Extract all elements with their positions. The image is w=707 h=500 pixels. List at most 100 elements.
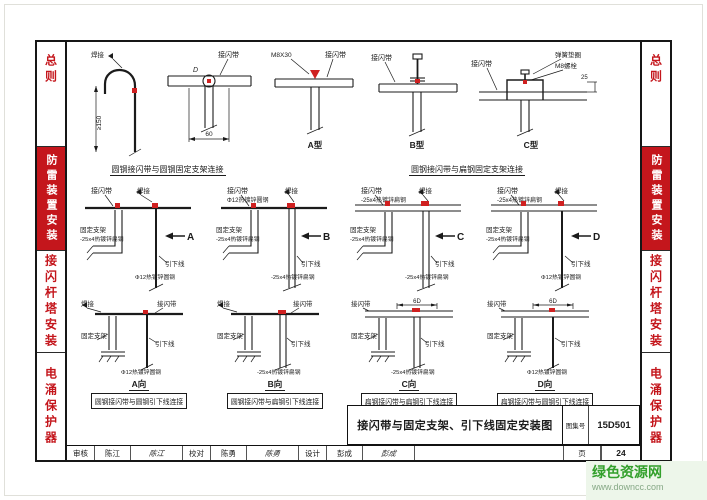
support-label: 固定支架 [216,225,243,234]
weld-mark [143,310,148,314]
weld-flag-icon [136,189,141,195]
sidebar-label: 接闪杆塔安装 [43,253,58,350]
checker-signature: 陈勇 [264,448,281,458]
weld-flag-icon [82,302,87,308]
sidebar-right: 总则 防雷装置安装 接闪杆塔安装 电涌保护器 [640,42,670,460]
view-c: 6D 接闪带 固定支架 引下线 -25x4热镀锌 [349,298,469,409]
downlead-label: 引下线 [435,259,455,268]
strip-spec: -25x4热镀锌扁钢 [361,196,406,204]
weld-mark [207,79,211,83]
watermark: 绿色资源网 www.downcc.com [586,461,707,500]
sidebar-item-surge-protector: 电涌保护器 [37,353,65,460]
strip-label: 接闪带 [361,186,382,195]
spring-washer-label: 弹簧垫圈 [555,50,581,59]
diagram-elevation-a: 接闪带 焊接 A 固定支架 -25x4热镀锌扁钢 引下线 [79,184,199,296]
weld-mark [521,201,526,206]
diagram-type-a: M8X30 接闪带 A型 [271,48,359,162]
checker-label: 校对 [183,446,211,460]
strip-label: 接闪带 [371,53,392,62]
dim-6d: 6D [413,299,421,305]
section-arrow-icon [571,232,579,240]
weld-mark [412,308,420,312]
section-letter: C [457,232,464,243]
watermark-site-name: 绿色资源网 [592,464,662,480]
view-direction-label: D向 [485,378,605,391]
weld-flag-icon [108,53,113,59]
support-spec: -25x4热镀锌扁钢 [350,235,394,243]
sidebar-label: 防雷装置安装 [45,153,57,244]
checker-name: 陈勇 [211,446,247,460]
weld-mark [523,80,527,84]
section-letter: D [593,232,600,243]
strip-spec: Φ12热镀锌圆钢 [227,196,268,204]
weld-label: 焊接 [555,186,569,195]
strip-label: 接闪带 [91,186,112,195]
sidebar-item-air-termination-mast: 接闪杆塔安装 [642,251,670,353]
weld-label: 焊接 [285,186,299,195]
support-label: 固定支架 [486,225,513,234]
downlead-spec: -25x4热镀锌扁钢 [271,273,315,281]
downlead-label: 引下线 [425,339,445,348]
weld-mark [152,203,158,208]
page-number: 24 [601,446,640,460]
sidebar-item-surge-protector: 电涌保护器 [642,353,670,460]
view-caption: 圆钢接闪带与扁钢引下线连接 [226,393,324,409]
dim-60: 60 [205,131,213,138]
weld-mark [251,203,256,208]
strip-label: 接闪带 [497,186,518,195]
dim-150: ≥150 [96,115,103,130]
downlead-spec: Φ12热镀锌圆钢 [527,368,567,376]
clamp-mark [310,70,320,79]
weld-mark [558,201,564,206]
reviewer-name: 陈江 [95,446,131,460]
designer-signature: 彭成 [380,448,397,458]
support-label: 固定支架 [80,225,107,234]
diagram-elevation-c: 接闪带 -25x4热镀锌扁钢 焊接 C 固定支架 [349,184,469,296]
weld-flag-icon [418,189,423,195]
sidebar-label: 电涌保护器 [43,366,58,447]
sidebar-item-air-termination-mast: 接闪杆塔安装 [37,251,65,353]
sidebar-label: 电涌保护器 [648,366,663,447]
atlas-number-label: 图集号 [563,406,589,444]
bolt-label: M8X30 [271,52,292,59]
view-a: 焊接 接闪带 固定支架 引下线 Φ12热镀锌圆钢 [79,298,199,409]
reviewer-label: 审核 [67,446,95,460]
drawing-frame: 总则 防雷装置安装 接闪杆塔安装 电涌保护器 焊接 ≥150 [35,40,672,462]
support-label: 固定支架 [350,225,377,234]
section-letter: A [187,232,194,243]
type-c-label: C型 [524,140,539,150]
downlead-label: 引下线 [571,259,591,268]
sidebar-item-general-rules: 总则 [37,42,65,147]
sidebar-label: 总则 [43,54,58,86]
strip-label: 接闪带 [325,50,346,59]
title-block: 接闪带与固定支架、引下线固定安装图 图集号 15D501 [347,405,640,445]
support-spec: -25x4热镀锌扁钢 [80,235,124,243]
strip-label: 接闪带 [471,59,492,68]
view-caption: 圆钢接闪带与圆钢引下线连接 [90,393,188,409]
signature-strip: 审核 陈江 陈江 校对 陈勇 陈勇 设计 彭成 彭成 页 24 [67,445,640,460]
strip-label: 接闪带 [487,299,507,308]
diagram-round-support-top-view: 接闪带 D 60 [162,48,257,162]
view-direction-label: A向 [79,378,199,391]
section-arrow-icon [301,232,309,240]
downlead-spec: -25x4热镀锌扁钢 [405,273,449,281]
view-b: 焊接 接闪带 固定支架 引下线 [215,298,335,409]
support-spec: -25x4热镀锌扁钢 [486,235,530,243]
weld-mark [415,79,420,83]
atlas-number-cell: 图集号 15D501 [562,406,639,444]
weld-mark [549,308,555,312]
strip-label: 接闪带 [227,186,248,195]
page-label: 页 [563,446,601,460]
designer-label: 设计 [299,446,327,460]
diameter-label: D [193,67,198,74]
view-d: 6D 接闪带 固定支架 引下线 Φ12热镀锌圆钢 [485,298,605,409]
downlead-spec: -25x4热镀锌扁钢 [257,368,301,376]
sidebar-left: 总则 防雷装置安装 接闪杆塔安装 电涌保护器 [37,42,67,460]
sidebar-item-lightning-device-install: 防雷装置安装 [642,147,670,251]
watermark-url: www.downcc.com [592,482,664,492]
strip-label: 接闪带 [218,50,239,59]
weld-label: 焊接 [91,50,105,59]
strip-label: 接闪带 [157,299,177,308]
dim-6d: 6D [549,299,557,305]
weld-flag-icon [218,302,223,308]
